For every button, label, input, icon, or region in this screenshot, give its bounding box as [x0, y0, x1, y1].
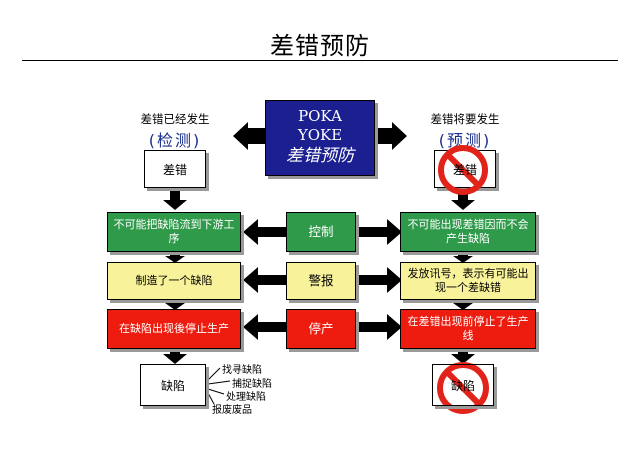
page-title: 差错预防 [270, 32, 370, 60]
row1-right-text: 不可能出现差错因而不会产生缺陷 [407, 218, 529, 245]
branch-line-2 [207, 380, 231, 385]
row3-middle-box: 停产 [286, 309, 356, 349]
branch-line-4 [207, 392, 215, 405]
row1-right-box: 不可能出现差错因而不会产生缺陷 [400, 212, 536, 252]
row1-left-box: 不可能把缺陷流到下游工序 [107, 212, 241, 252]
right-error-label: 差错 [452, 162, 477, 177]
note-find-defect: 找寻缺陷 [222, 365, 262, 376]
note-scrap-waste: 报废废品 [212, 405, 252, 416]
left-error-box: 差错 [144, 150, 206, 188]
row3-left-text: 在缺陷出现後停止生产 [119, 322, 229, 335]
row2-right-text: 发放讯号，表示有可能出现一个差缺错 [407, 267, 529, 294]
left-error-label: 差错 [162, 162, 187, 177]
row2-middle-box: 警报 [286, 262, 356, 300]
arrow-down-right-4 [451, 350, 475, 364]
row2-middle-text: 警报 [308, 273, 334, 288]
note-catch-defect: 捕捉缺陷 [232, 379, 272, 390]
left-heading: 差错已经发生 [140, 112, 210, 126]
center-line-1: POKA [298, 107, 342, 125]
arrow-down-left-3 [165, 301, 185, 310]
poka-yoke-box: POKA YOKE 差错预防 [265, 100, 375, 176]
arrow-right-from-center [375, 122, 407, 150]
center-line-3: 差错预防 [286, 146, 354, 166]
note-handle-defect: 处理缺陷 [226, 392, 266, 403]
arrow-left-from-center [233, 122, 265, 150]
row1-middle-text: 控制 [308, 224, 334, 239]
left-defect-box: 缺陷 [140, 364, 206, 406]
row2-left-text: 制造了一个缺陷 [135, 274, 213, 287]
left-paren-label: (检测) [148, 131, 202, 150]
arrow-down-right-1 [451, 188, 475, 210]
arrow-down-left-1 [163, 188, 187, 210]
branch-line-3 [207, 388, 225, 395]
arrow-down-right-3 [453, 301, 473, 310]
row3-left-box: 在缺陷出现後停止生产 [107, 309, 241, 349]
row2-right-box: 发放讯号，表示有可能出现一个差缺错 [400, 262, 536, 300]
row3-right-box: 在差错出现前停止了生产线 [400, 309, 536, 349]
arrow-down-right-2 [453, 253, 473, 263]
right-defect-label: 缺陷 [450, 378, 475, 393]
row1-left-text: 不可能把缺陷流到下游工序 [113, 218, 235, 245]
arrow-down-left-4 [163, 350, 187, 364]
row3-middle-text: 停产 [308, 321, 334, 336]
branch-line-1 [207, 367, 221, 381]
center-line-2: YOKE [297, 126, 343, 144]
row3-right-text: 在差错出现前停止了生产线 [407, 315, 529, 342]
right-paren-label: (预测) [438, 131, 492, 150]
row1-middle-box: 控制 [286, 212, 356, 252]
right-defect-box: 缺陷 [432, 364, 494, 406]
row2-left-box: 制造了一个缺陷 [107, 262, 241, 300]
left-defect-label: 缺陷 [160, 378, 185, 393]
arrow-down-left-2 [165, 253, 185, 263]
right-error-box: 差错 [434, 150, 496, 188]
right-heading: 差错将要发生 [430, 112, 500, 126]
title-divider [22, 60, 618, 61]
